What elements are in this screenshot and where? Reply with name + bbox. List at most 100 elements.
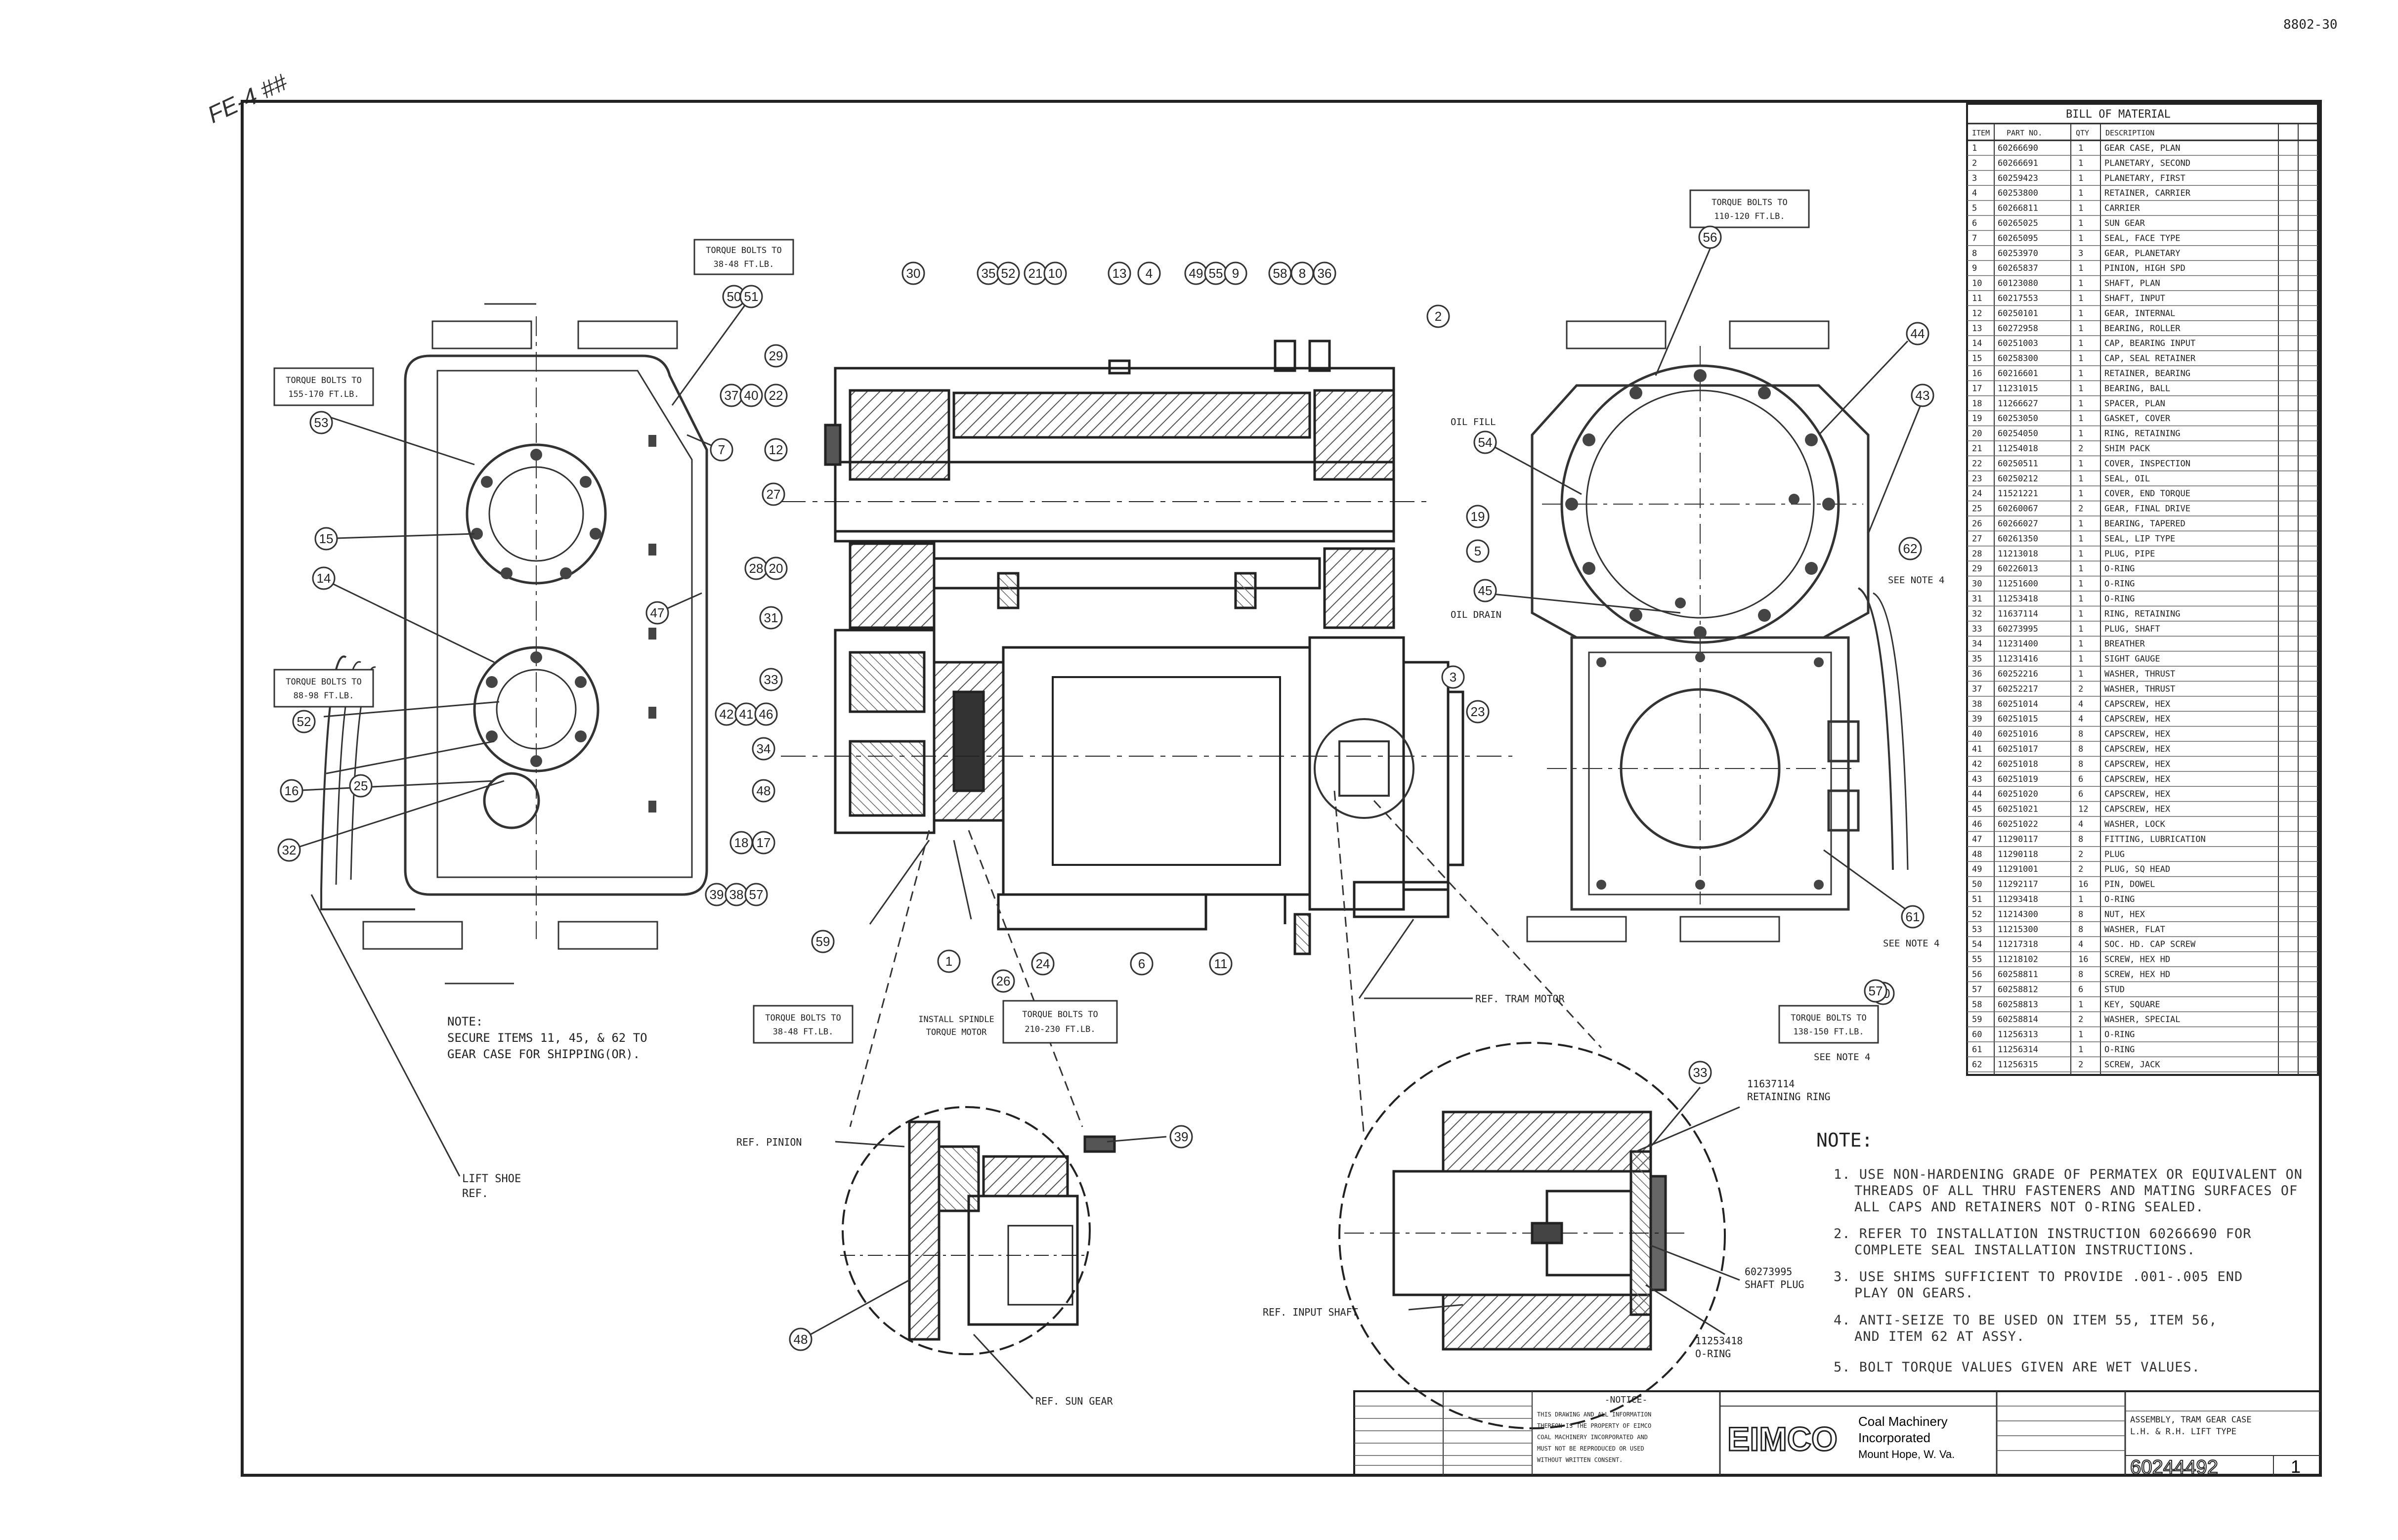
bom-cell-desc: KEY, SQUARE <box>2104 1000 2160 1010</box>
bom-cell-part: 60226013 <box>1998 564 2038 574</box>
svg-text:SEE NOTE 4: SEE NOTE 4 <box>1814 1052 1870 1063</box>
bom-cell-item: 12 <box>1972 308 1982 318</box>
svg-text:1. USE NON-HARDENING GRADE OF: 1. USE NON-HARDENING GRADE OF PERMATEX O… <box>1834 1167 2303 1182</box>
balloon-circle <box>1473 579 1497 602</box>
balloon-number: 21 <box>1028 266 1043 281</box>
item-balloon: 18 <box>729 831 753 855</box>
bom-cell-desc: WASHER, FLAT <box>2104 925 2165 935</box>
bom-cell-qty: 1 <box>2078 399 2083 409</box>
item-balloon: 33 <box>1688 1061 1712 1084</box>
balloon-circle <box>1901 905 1925 929</box>
bom-cell-desc: O-RING <box>2104 1045 2135 1055</box>
item-balloon: 48 <box>752 779 775 803</box>
balloon-number: 24 <box>1036 956 1050 971</box>
item-balloon: 19 <box>1466 505 1490 528</box>
item-balloon: 48 <box>789 1327 813 1351</box>
bom-cell-item: 26 <box>1972 519 1982 529</box>
bom-cell-desc: GEAR CASE, PLAN <box>2104 143 2181 153</box>
bom-cell-item: 34 <box>1972 639 1982 649</box>
bom-cell-desc: SCREW, HEX HD <box>2104 955 2170 965</box>
bom-cell-desc: O-RING <box>2104 895 2135 904</box>
balloon-number: 41 <box>739 707 754 722</box>
bom-cell-qty: 1 <box>2078 263 2083 273</box>
svg-text:2. REFER TO INSTALLATION INSTR: 2. REFER TO INSTALLATION INSTRUCTION 602… <box>1834 1226 2252 1241</box>
balloon-number: 62 <box>1903 541 1918 556</box>
item-balloon: 55 <box>1204 261 1228 285</box>
balloon-circle <box>739 285 763 308</box>
bom-cell-qty: 1 <box>2078 624 2083 634</box>
bom-cell-part: 60251022 <box>1998 819 2038 829</box>
balloon-circle <box>1906 322 1929 345</box>
item-balloon: 38 <box>725 883 748 906</box>
balloon-circle <box>645 601 669 625</box>
bom-cell-item: 44 <box>1972 789 1982 799</box>
bom-cell-qty: 1 <box>2078 669 2083 679</box>
balloon-number: 33 <box>764 672 778 687</box>
bom-cell-item: 59 <box>1972 1015 1982 1025</box>
svg-text:4. ANTI-SEIZE TO BE USED ON IT: 4. ANTI-SEIZE TO BE USED ON ITEM 55, ITE… <box>1834 1313 2218 1328</box>
item-balloon: 4 <box>1137 261 1161 285</box>
item-balloon: 61 <box>1901 905 1925 929</box>
bom-cell-item: 13 <box>1972 324 1982 334</box>
balloon-number: 33 <box>1693 1065 1708 1080</box>
item-balloon: 52 <box>996 261 1020 285</box>
bom-cell-qty: 1 <box>2078 654 2083 664</box>
bom-cell-item: 30 <box>1972 579 1982 589</box>
bom-cell-desc: GASKET, COVER <box>2104 414 2171 424</box>
item-balloon: 30 <box>901 261 925 285</box>
item-balloon: 42 <box>715 702 738 726</box>
bom-cell-desc: COVER, END TORQUE <box>2104 489 2190 499</box>
bom-cell-part: 60273995 <box>1998 624 2038 634</box>
balloon-circle <box>1698 225 1722 249</box>
bom-cell-qty: 1 <box>2078 609 2083 619</box>
item-balloon: 25 <box>349 774 373 798</box>
balloon-number: 53 <box>314 415 329 430</box>
svg-text:NOTE:: NOTE: <box>447 1015 483 1028</box>
bom-cell-desc: RING, RETAINING <box>2104 429 2181 439</box>
svg-text:TORQUE BOLTS TO: TORQUE BOLTS TO <box>1022 1010 1098 1020</box>
balloon-number: 35 <box>982 266 996 281</box>
bom-cell-desc: SCREW, JACK <box>2104 1060 2160 1069</box>
bom-cell-item: 52 <box>1972 909 1982 919</box>
bom-cell-part: 60253050 <box>1998 414 2038 424</box>
balloon-number: 10 <box>1048 266 1063 281</box>
bom-cell-qty: 4 <box>2078 699 2083 709</box>
balloon-number: 51 <box>744 289 759 304</box>
bom-cell-part: 60251019 <box>1998 774 2038 784</box>
bom-cell-qty: 1 <box>2078 294 2083 303</box>
bom-cell-desc: BEARING, TAPERED <box>2104 519 2185 529</box>
right-end-view <box>1526 320 1909 942</box>
bom-cell-qty: 1 <box>2078 474 2083 484</box>
balloon-circle <box>1466 539 1490 563</box>
view-labels: OIL FILL OIL DRAIN SEE NOTE 4 SEE NOTE 4… <box>462 417 1944 1407</box>
bom-cell-part: 60265095 <box>1998 233 2038 243</box>
bom-cell-item: 28 <box>1972 549 1982 559</box>
bom-cell-part: 60265025 <box>1998 218 2038 228</box>
balloon-number: 46 <box>759 707 773 722</box>
bom-cell-qty: 1 <box>2078 1030 2083 1040</box>
bom-cell-desc: SOC. HD. CAP SCREW <box>2104 940 2196 949</box>
bom-cell-desc: SEAL, OIL <box>2104 474 2150 484</box>
bom-cell-qty: 1 <box>2078 143 2083 153</box>
balloon-circle <box>309 411 333 434</box>
bom-cell-qty: 8 <box>2078 970 2083 980</box>
balloon-number: 37 <box>725 388 739 403</box>
bom-cell-item: 38 <box>1972 699 1982 709</box>
balloon-number: 18 <box>734 835 749 850</box>
bom-cell-part: 60252216 <box>1998 669 2038 679</box>
balloon-number: 23 <box>1471 704 1485 719</box>
svg-text:PLAY ON GEARS.: PLAY ON GEARS. <box>1854 1285 1974 1301</box>
svg-text:NOTE:: NOTE: <box>1816 1129 1873 1151</box>
balloon-circle <box>744 883 768 906</box>
bom-cell-part: 60251015 <box>1998 714 2038 724</box>
bom-cell-qty: 8 <box>2078 834 2083 844</box>
balloon-number: 45 <box>1478 583 1493 598</box>
